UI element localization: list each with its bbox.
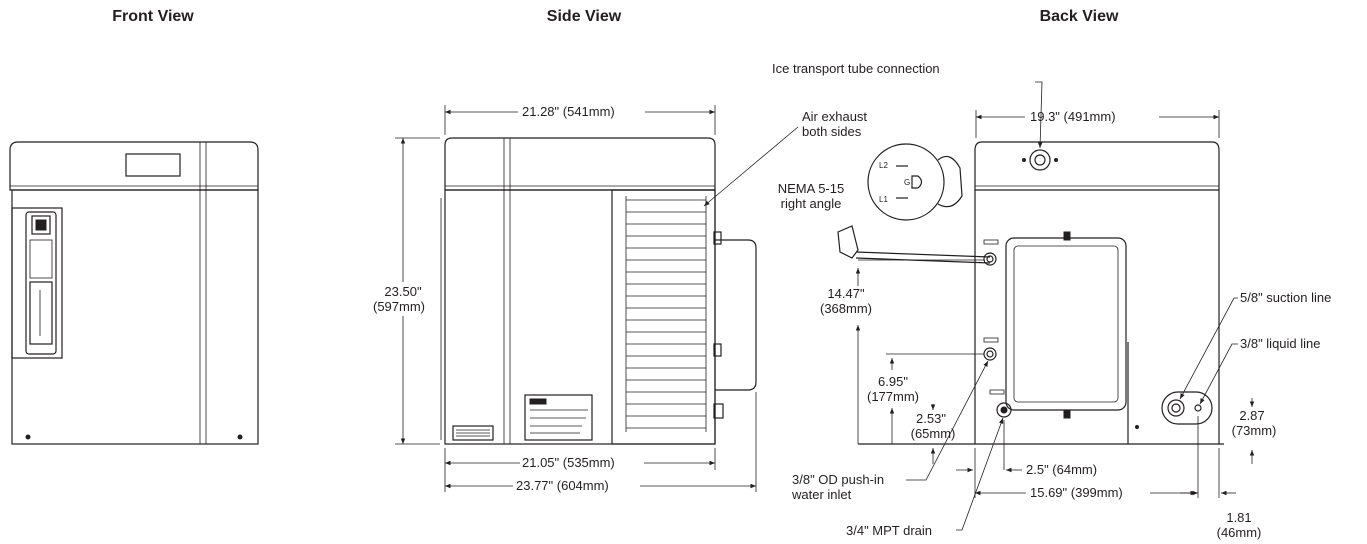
lines-height-dim-in: 2.87 bbox=[1239, 408, 1265, 423]
plug-pin-l1: L1 bbox=[879, 195, 888, 204]
drain-x-dim: 2.5" (64mm) bbox=[1026, 462, 1098, 477]
side-height-dim-in: 23.50" bbox=[384, 284, 422, 299]
side-top-width-dim: 21.28" (541mm) bbox=[522, 104, 615, 119]
nema-label-2: right angle bbox=[780, 196, 842, 211]
power-height-dim-in: 14.47" bbox=[827, 286, 865, 301]
front-view-drawing bbox=[9, 141, 259, 445]
back-view-title: Back View bbox=[1039, 8, 1119, 25]
air-exhaust-label-2: both sides bbox=[802, 124, 862, 139]
ice-tube-label: Ice transport tube connection bbox=[772, 61, 940, 76]
back-width-dim: 19.3" (491mm) bbox=[1030, 109, 1116, 124]
drain-height-dim-mm: (65mm) bbox=[910, 426, 956, 441]
lines-x-dim: 15.69" (399mm) bbox=[1030, 485, 1123, 500]
water-inlet-label-1: 3/8" OD push-in bbox=[792, 472, 885, 487]
lines-height-dim-mm: (73mm) bbox=[1231, 423, 1277, 438]
side-view-dimensions bbox=[395, 105, 799, 492]
water-height-dim-mm: (177mm) bbox=[866, 389, 919, 404]
side-overall-width-dim: 23.77" (604mm) bbox=[516, 478, 609, 493]
liquid-line-label: 3/8" liquid line bbox=[1240, 336, 1321, 351]
plug-pin-g: G bbox=[904, 178, 911, 187]
water-inlet-label-2: water inlet bbox=[792, 487, 852, 502]
lines-gap-dim-in: 1.81 bbox=[1226, 510, 1252, 525]
side-bottom-width-dim: 21.05" (535mm) bbox=[522, 455, 615, 470]
lines-gap-dim-mm: (46mm) bbox=[1216, 525, 1262, 540]
drain-height-dim-in: 2.53" bbox=[916, 411, 946, 426]
power-height-dim-mm: (368mm) bbox=[819, 301, 872, 316]
side-height-dim-mm: (597mm) bbox=[372, 299, 425, 314]
side-view-drawing bbox=[440, 137, 757, 445]
water-height-dim-in: 6.95" bbox=[878, 374, 908, 389]
suction-line-label: 5/8" suction line bbox=[1240, 290, 1332, 305]
back-view-drawing bbox=[837, 141, 1224, 445]
plug-pin-l2: L2 bbox=[879, 161, 888, 170]
nema-label-1b: NEMA 5-15 bbox=[777, 181, 845, 196]
air-exhaust-label-1: Air exhaust bbox=[802, 109, 868, 124]
front-view-title: Front View bbox=[112, 8, 194, 25]
side-view-title: Side View bbox=[546, 8, 622, 25]
back-view-dimensions bbox=[855, 81, 1255, 531]
drain-label: 3/4" MPT drain bbox=[846, 523, 933, 538]
